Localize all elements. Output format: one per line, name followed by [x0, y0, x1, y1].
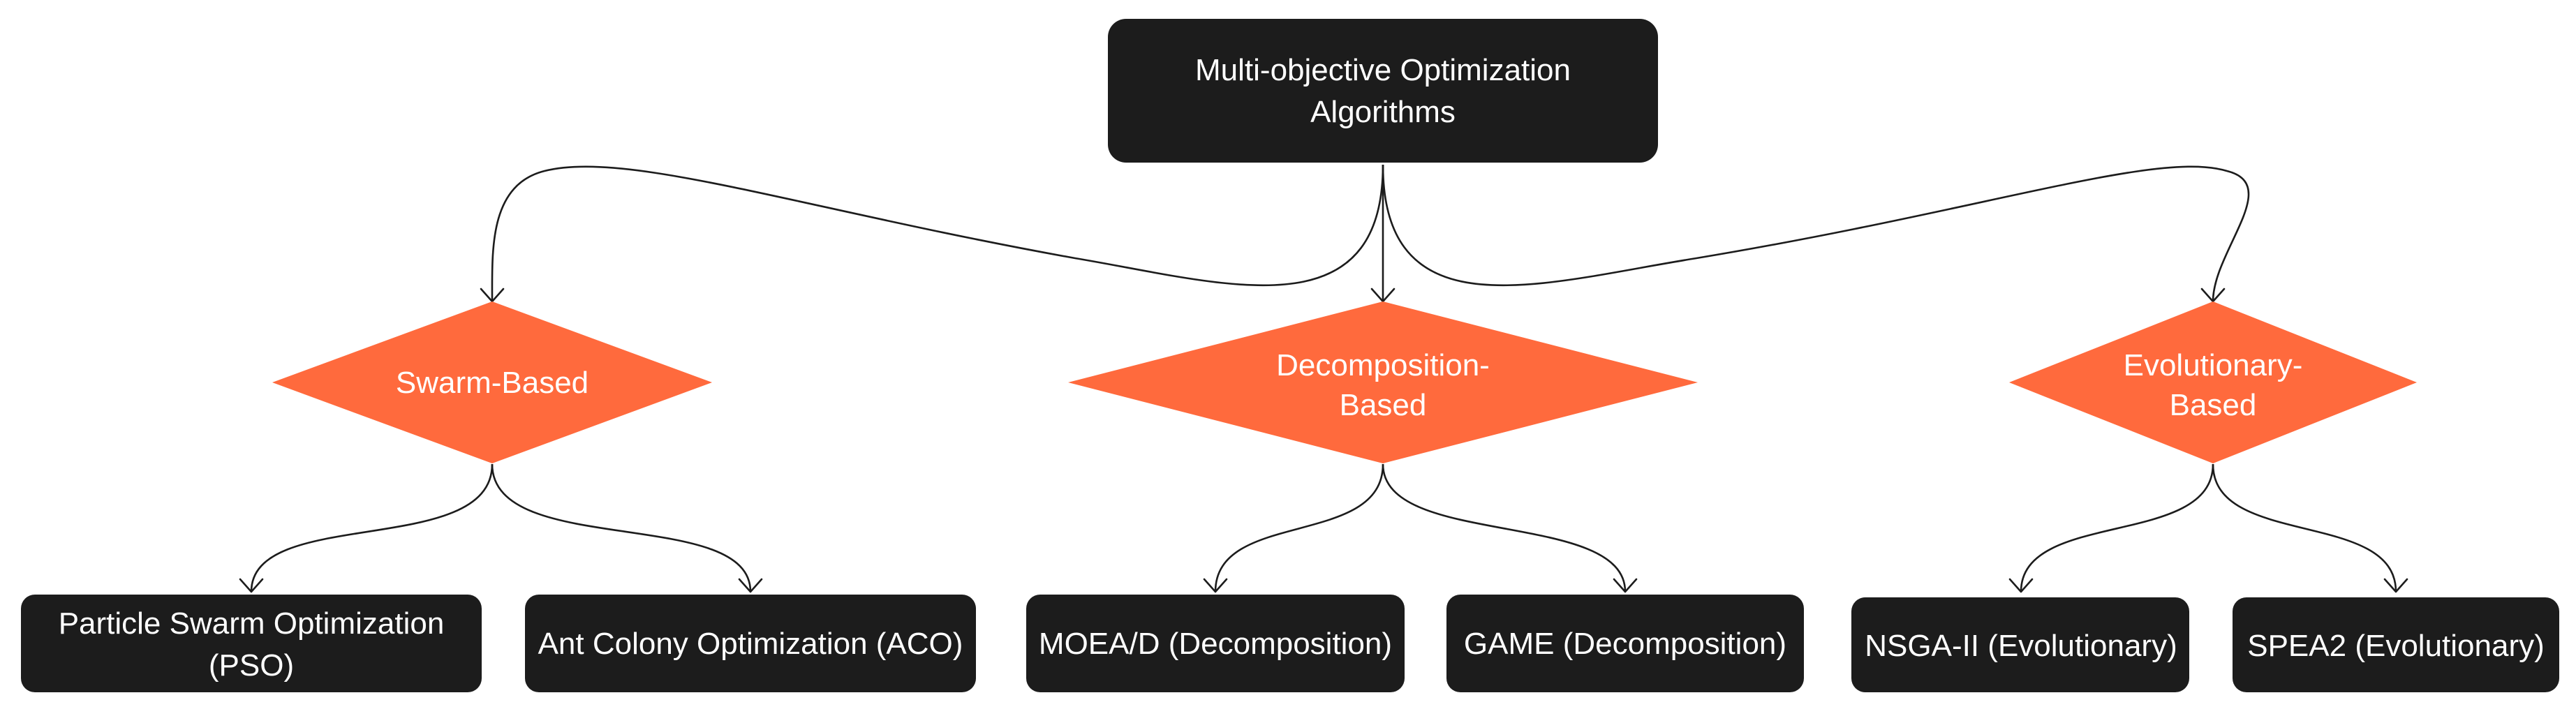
category-decomposition[interactable]: Decomposition- Based — [1068, 301, 1698, 463]
leaf-pso[interactable]: Particle Swarm Optimization (PSO) — [21, 595, 482, 692]
game-box — [1446, 595, 1804, 692]
leaf-aco[interactable]: Ant Colony Optimization (ACO) — [525, 595, 976, 692]
edge-decomposition-moead — [1214, 463, 1384, 592]
arrowhead-spea2 — [2383, 578, 2408, 593]
edge-swarm-pso — [250, 463, 494, 592]
arrowhead-aco — [738, 578, 763, 593]
arrowhead-game — [1613, 578, 1638, 593]
spea2-label: SPEA2 (Evolutionary) — [2247, 629, 2545, 663]
aco-label: Ant Colony Optimization (ACO) — [538, 627, 963, 661]
aco-box — [525, 595, 976, 692]
category-evolutionary[interactable]: Evolutionary- Based — [2009, 301, 2417, 463]
edge-evolutionary-nsga2 — [2020, 463, 2214, 592]
edge-swarm-aco — [491, 463, 752, 592]
leaf-nsga2[interactable]: NSGA-II (Evolutionary) — [1851, 597, 2189, 692]
swarm-diamond — [272, 301, 712, 463]
arrowhead-moead — [1203, 578, 1228, 593]
edges-leaves — [239, 463, 2408, 593]
evolutionary-label-line1: Evolutionary- — [2124, 348, 2303, 382]
spea2-box — [2233, 597, 2559, 692]
decomposition-diamond — [1068, 301, 1698, 463]
pso-label-line2: (PSO) — [209, 648, 294, 683]
edge-root-swarm — [491, 164, 1384, 302]
root-node[interactable]: Multi-objective Optimization Algorithms — [1108, 19, 1658, 163]
decomposition-label-line1: Decomposition- — [1276, 348, 1490, 382]
evolutionary-label-line2: Based — [2170, 388, 2257, 422]
edge-root-evolutionary — [1382, 164, 2250, 302]
edges-root — [480, 164, 2250, 303]
leaf-moead[interactable]: MOEA/D (Decomposition) — [1026, 595, 1405, 692]
nsga2-label: NSGA-II (Evolutionary) — [1865, 629, 2177, 663]
game-label: GAME (Decomposition) — [1464, 627, 1786, 661]
edge-decomposition-game — [1382, 463, 1627, 592]
moead-box — [1026, 595, 1405, 692]
moead-label: MOEA/D (Decomposition) — [1039, 627, 1392, 661]
evolutionary-diamond — [2009, 301, 2417, 463]
category-swarm[interactable]: Swarm-Based — [272, 301, 712, 463]
root-label-line1: Multi-objective Optimization — [1195, 53, 1571, 87]
leaf-spea2[interactable]: SPEA2 (Evolutionary) — [2233, 597, 2559, 692]
decomposition-label-line2: Based — [1340, 388, 1427, 422]
leaf-game[interactable]: GAME (Decomposition) — [1446, 595, 1804, 692]
root-box — [1108, 19, 1658, 163]
nsga2-box — [1851, 597, 2189, 692]
pso-label-line1: Particle Swarm Optimization — [59, 606, 445, 641]
pso-box — [21, 595, 482, 692]
swarm-label: Swarm-Based — [396, 366, 589, 400]
edge-evolutionary-spea2 — [2212, 463, 2397, 592]
root-label-line2: Algorithms — [1310, 95, 1456, 129]
arrowhead-nsga2 — [2008, 578, 2034, 593]
arrowhead-pso — [239, 578, 264, 593]
